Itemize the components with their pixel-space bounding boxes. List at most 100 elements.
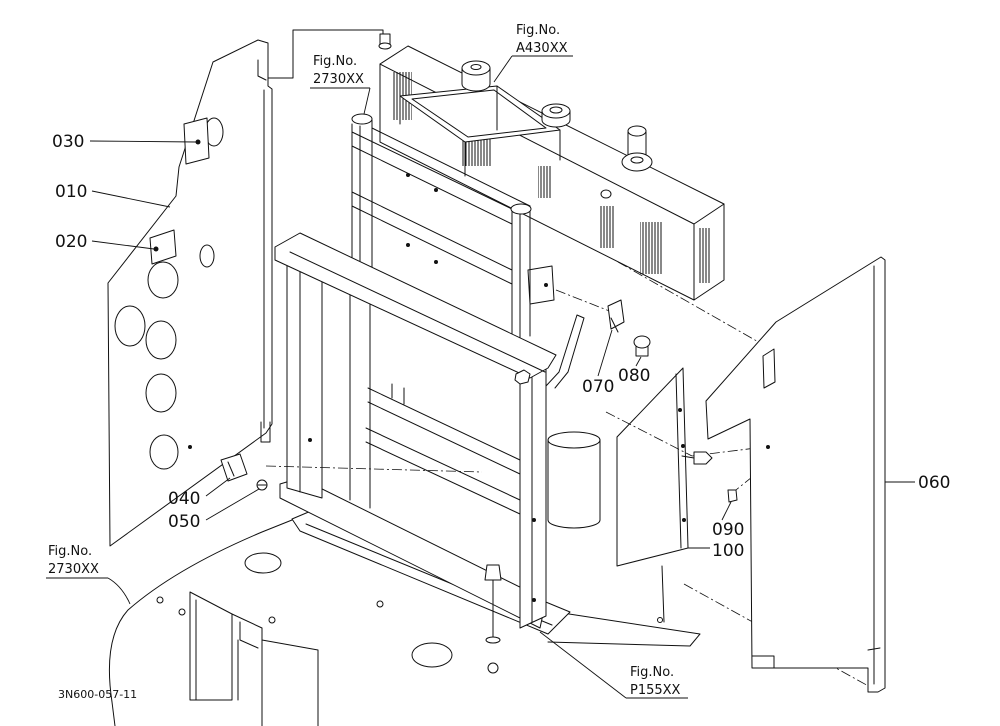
leader-line-050 — [205, 488, 260, 521]
leader-line-a430xx — [493, 55, 513, 83]
callout-060[interactable]: 060 — [918, 473, 950, 493]
screw-090-body — [727, 489, 738, 503]
leader-line-090 — [721, 501, 732, 521]
fig-ref-code: 2730XX — [313, 72, 364, 87]
left-panel-hole — [114, 305, 146, 347]
cover-bolt-head — [693, 451, 713, 465]
fig-ref-code: 2730XX — [48, 562, 99, 577]
radiator-side-bracket — [527, 265, 555, 305]
left-panel-hole — [199, 244, 215, 268]
radiator-fins — [640, 222, 662, 274]
rear-frame-lower-beam — [351, 191, 513, 285]
leader-line-010 — [91, 190, 171, 208]
part-100-cover — [616, 367, 689, 567]
callout-050[interactable]: 050 — [168, 512, 200, 532]
part-030-bracket — [183, 117, 210, 165]
cover-plate — [616, 367, 689, 567]
callout-100[interactable]: 100 — [712, 541, 744, 561]
clip-040-fold — [227, 461, 235, 477]
leader-line-080 — [635, 356, 642, 367]
left-panel-hole — [145, 373, 177, 413]
callout-070[interactable]: 070 — [582, 377, 614, 397]
pipe-body — [547, 439, 601, 529]
clip-070-tab — [610, 317, 619, 333]
rear-frame-hole — [434, 188, 438, 192]
reserve-cap — [621, 152, 653, 172]
callout-020[interactable]: 020 — [55, 232, 87, 252]
left-panel-edges — [257, 29, 384, 443]
fig-ref-prefix: Fig.No. — [630, 665, 674, 680]
leader-line-040 — [205, 477, 231, 497]
left-panel-hole — [145, 320, 177, 360]
part-090-screw — [727, 489, 738, 503]
radiator-nozzle — [600, 189, 612, 199]
bottom-bracket — [189, 591, 319, 726]
rear-frame-right-post — [511, 205, 531, 345]
drawing-id: 3N600-057-11 — [58, 688, 137, 701]
fig-ref-p155xx[interactable]: Fig.No. P155XX — [626, 665, 688, 699]
floor-plate-hole — [411, 642, 453, 668]
floor-plate — [108, 519, 701, 726]
radiator-fins — [538, 166, 552, 198]
front-frame-lever — [545, 314, 585, 389]
radiator-cap-center — [549, 106, 563, 114]
left-panel-hole — [147, 261, 179, 299]
fig-ref-2730xx-bottom[interactable]: Fig.No. 2730XX — [46, 544, 108, 579]
fig-ref-a430xx[interactable]: Fig.No. A430XX — [512, 23, 573, 57]
leader-line-020 — [91, 240, 155, 250]
floor-plate-bolt-hole — [268, 616, 276, 624]
rear-frame — [351, 113, 532, 345]
callout-080[interactable]: 080 — [618, 366, 650, 386]
radiator-cap-top — [541, 103, 571, 119]
leader-line-030 — [89, 140, 197, 143]
assembly-line — [265, 261, 873, 689]
part-080-bolt — [633, 335, 651, 357]
callout-090[interactable]: 090 — [712, 520, 744, 540]
left-panel-outline — [107, 39, 273, 547]
bottom-bolt — [484, 564, 502, 674]
rear-frame-hole — [434, 260, 438, 264]
front-frame-crossbars — [365, 383, 521, 515]
front-frame-bottom-beam — [279, 477, 547, 629]
callout-030[interactable]: 030 — [52, 132, 84, 152]
fig-ref-2730xx-top[interactable]: Fig.No. 2730XX — [310, 54, 370, 89]
pipe — [547, 431, 601, 529]
front-frame-top-bolt — [514, 369, 531, 385]
cover-hole — [682, 518, 686, 522]
pipe-end — [547, 431, 601, 449]
top-nut-washer — [378, 42, 392, 50]
fan-hub-top — [461, 60, 491, 76]
bolt-080-head — [633, 335, 651, 349]
part-020-plate — [149, 229, 177, 265]
front-frame-inner-posts — [349, 291, 371, 509]
part-070-clip — [607, 299, 625, 333]
filler-neck-top — [627, 125, 647, 137]
part-060-right-side-panel — [705, 256, 886, 693]
rear-frame-right-post-cap — [510, 203, 532, 215]
rear-frame-left-post-cap — [351, 113, 373, 125]
callout-010[interactable]: 010 — [55, 182, 87, 202]
clip-070-body — [607, 299, 625, 330]
right-panel-hole — [766, 445, 770, 449]
leader-line-p155xx — [539, 631, 627, 699]
front-frame-hole — [532, 598, 536, 602]
bracket-030-hole — [195, 139, 201, 145]
right-panel-outline — [705, 256, 886, 693]
fig-ref-code: A430XX — [516, 41, 568, 56]
fan-hub-center — [470, 64, 482, 70]
part-050-bolt — [256, 479, 268, 491]
radiator-assembly — [378, 33, 725, 305]
rear-frame-hole — [406, 173, 410, 177]
bottom-bolt-head — [484, 564, 502, 581]
front-frame-hole — [308, 438, 312, 442]
left-panel-hole — [149, 434, 179, 470]
bottom-bolt-washer — [485, 636, 501, 644]
floor-plate-outline — [108, 519, 293, 726]
clip-040-body — [220, 453, 248, 482]
reserve-cap-center — [630, 156, 644, 164]
cover-bolt — [681, 451, 713, 465]
right-panel-edges — [751, 265, 881, 685]
leader-line-2730xx-top — [363, 87, 371, 115]
callout-040[interactable]: 040 — [168, 489, 200, 509]
